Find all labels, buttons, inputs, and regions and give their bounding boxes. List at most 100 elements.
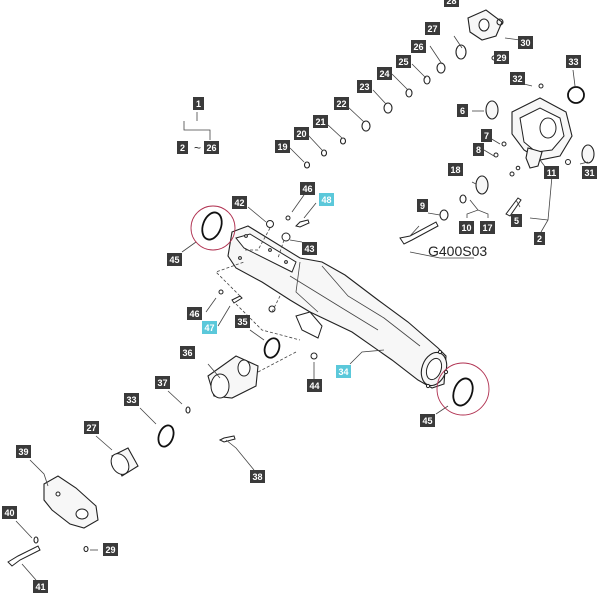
callout-25: 25	[396, 55, 411, 68]
callout-number: 37	[157, 378, 167, 388]
callout-box	[396, 55, 411, 68]
callout-box	[33, 580, 48, 593]
callout-box	[313, 115, 328, 128]
callout-number: 33	[126, 395, 136, 405]
callout-33: 33	[566, 55, 581, 68]
callout-box	[459, 221, 474, 234]
callout-box	[473, 143, 484, 156]
callout-box	[193, 97, 204, 110]
callout-43: 43	[302, 242, 317, 255]
callout-number: 27	[427, 24, 437, 34]
callout-box	[204, 141, 219, 154]
callout-9: 9	[417, 199, 428, 212]
callout-39: 39	[16, 445, 31, 458]
rings-and-seals	[33, 44, 595, 553]
callout-number: 46	[302, 184, 312, 194]
callout-8: 8	[473, 143, 484, 156]
callout-number: 46	[189, 309, 199, 319]
bushing-part	[110, 447, 139, 477]
callout-number: 24	[379, 69, 389, 79]
callout-number: 11	[547, 168, 557, 178]
callout-box	[155, 376, 170, 389]
callout-box	[425, 22, 440, 35]
callout-number: 27	[86, 423, 96, 433]
callout-22: 22	[334, 97, 349, 110]
callout-number: 7	[484, 131, 489, 141]
callout-41: 41	[33, 580, 48, 593]
callout-box	[300, 182, 315, 195]
callout-47: 47	[202, 321, 217, 334]
callout-27: 27	[425, 22, 440, 35]
callout-number: 48	[321, 195, 331, 205]
callout-29: 29	[494, 51, 509, 64]
callout-30: 30	[518, 36, 533, 49]
callout-number: 31	[584, 168, 594, 178]
callout-number: 44	[309, 381, 319, 391]
callout-box	[16, 445, 31, 458]
callout-19: 19	[275, 140, 290, 153]
callout-box	[448, 163, 463, 176]
callout-6: 6	[457, 104, 468, 117]
callout-10: 10	[459, 221, 474, 234]
callout-24: 24	[377, 67, 392, 80]
callout-2: 2	[534, 232, 545, 245]
callout-40: 40	[2, 506, 17, 519]
callout-box	[510, 72, 525, 85]
callout-number: 42	[234, 198, 244, 208]
callout-32: 32	[510, 72, 525, 85]
callout-box	[232, 196, 247, 209]
callout-number: 20	[296, 129, 306, 139]
callout-box	[417, 199, 428, 212]
callout-number: 21	[315, 117, 325, 127]
callout-35: 35	[235, 315, 250, 328]
callout-box	[481, 129, 492, 142]
callout-31: 31	[582, 166, 597, 179]
callout-7: 7	[481, 129, 492, 142]
callout-number: 45	[422, 416, 432, 426]
callout-box	[420, 414, 435, 427]
callout-box	[294, 127, 309, 140]
bracket-part	[43, 475, 99, 529]
callout-number: 22	[336, 99, 346, 109]
callout-number: 47	[204, 323, 214, 333]
callout-box	[235, 315, 250, 328]
callout-number: 5	[514, 216, 519, 226]
callout-box	[180, 346, 195, 359]
callout-box	[202, 321, 217, 334]
callout-number: 36	[182, 348, 192, 358]
callout-number: 25	[398, 57, 408, 67]
callout-number: 28	[446, 0, 456, 6]
callout-46: 46	[300, 182, 315, 195]
callout-number: 30	[520, 38, 530, 48]
callout-box	[534, 232, 545, 245]
callout-box	[544, 166, 559, 179]
callout-number: 29	[496, 53, 506, 63]
callout-box	[480, 221, 495, 234]
leader-lines	[15, 35, 589, 581]
callout-18: 18	[448, 163, 463, 176]
callout-number: 33	[568, 57, 578, 67]
callout-11: 11	[544, 166, 559, 179]
callout-23: 23	[357, 80, 372, 93]
callout-box	[334, 97, 349, 110]
callout-number: 34	[338, 367, 348, 377]
callout-26: 26	[411, 40, 426, 53]
callout-45: 45	[167, 253, 182, 266]
highlight-circle-left	[190, 205, 236, 251]
callout-number: 26	[413, 42, 423, 52]
callout-box	[187, 307, 202, 320]
callout-box	[511, 214, 522, 227]
callout-box	[103, 543, 118, 556]
callout-number: 26	[206, 143, 216, 153]
gear-case	[511, 97, 573, 169]
callout-box	[167, 253, 182, 266]
callout-number: 18	[450, 165, 460, 175]
diagram-code: G400S03	[428, 243, 487, 259]
callout-20: 20	[294, 127, 309, 140]
callout-33: 33	[124, 393, 139, 406]
callout-number: 40	[4, 508, 14, 518]
callout-box	[84, 421, 99, 434]
callout-number: 23	[359, 82, 369, 92]
callout-37: 37	[155, 376, 170, 389]
callout-2: 2	[177, 141, 188, 154]
